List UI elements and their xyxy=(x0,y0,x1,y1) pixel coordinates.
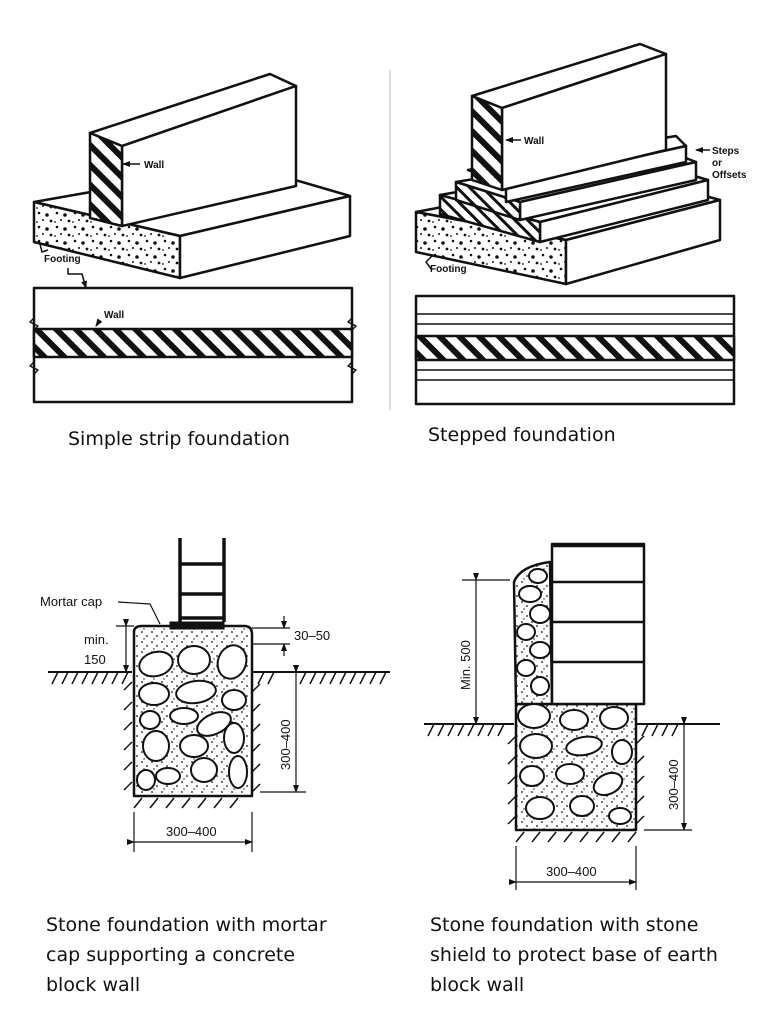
shield-width-dimension: 300–400 xyxy=(546,864,597,879)
cap-dimension: 30–50 xyxy=(294,628,330,643)
stepped-footing-side xyxy=(564,198,722,286)
mortar-caption-line3: block wall xyxy=(46,974,141,996)
mortar-cap-panel: Mortar cap min. 150 30–50 300–400 300–40… xyxy=(40,538,390,852)
shield-caption-line2: shield to protect base of earth xyxy=(430,944,718,966)
strip-foundation-caption: Simple strip foundation xyxy=(68,428,290,450)
stepped-foundation-panel: Wall Steps or Offsets Footing xyxy=(414,42,747,406)
mortar-caption-line2: cap supporting a concrete xyxy=(46,944,296,966)
shield-caption-line3: block wall xyxy=(430,974,525,996)
concrete-block-wall xyxy=(178,538,226,622)
ground-hatch-left xyxy=(51,671,129,685)
strip-footing-label: Footing xyxy=(44,254,81,265)
rubble-stones xyxy=(136,644,248,791)
stepped-footing-label: Footing xyxy=(430,264,467,275)
ground-hatch-right xyxy=(257,671,387,685)
shield-stones xyxy=(516,568,633,825)
stepped-plan-wall xyxy=(414,334,736,362)
strip-plan-wall xyxy=(32,327,354,359)
shield-depth-dimension: 300–400 xyxy=(666,759,681,810)
footing-side-face xyxy=(178,194,352,280)
stone-shield-panel: Min. 500 300–400 300–400 xyxy=(424,542,720,890)
stepped-foundation-caption: Stepped foundation xyxy=(428,424,616,446)
mortar-caption-line1: Stone foundation with mortar xyxy=(46,914,327,936)
shield-caption-line1: Stone foundation with stone xyxy=(430,914,699,936)
min-150-line2: 150 xyxy=(84,652,106,667)
min-150-line1: min. xyxy=(84,632,109,647)
steps-label-line3: Offsets xyxy=(712,170,747,181)
stepped-wall-end xyxy=(470,94,504,192)
steps-label-line1: Steps xyxy=(712,146,740,157)
width-dimension: 300–400 xyxy=(166,824,217,839)
mortar-cap-label: Mortar cap xyxy=(40,594,102,609)
earth-block-wall xyxy=(550,542,646,706)
min-500-dimension: Min. 500 xyxy=(458,640,473,690)
steps-label-line2: or xyxy=(712,158,722,169)
strip-wall-label: Wall xyxy=(144,160,164,171)
mortar-cap xyxy=(169,621,225,630)
step-2-end xyxy=(454,180,522,222)
stone-shield-caption: Stone foundation with stone shield to pr… xyxy=(430,912,718,998)
wall-end-face xyxy=(88,131,124,228)
strip-foundation-panel: Wall Footing Wall xyxy=(29,72,357,404)
strip-plan-wall-label: Wall xyxy=(104,310,124,321)
mortar-cap-caption: Stone foundation with mortar cap support… xyxy=(46,912,327,998)
stepped-wall-label: Wall xyxy=(524,136,544,147)
depth-dimension: 300–400 xyxy=(278,719,293,770)
